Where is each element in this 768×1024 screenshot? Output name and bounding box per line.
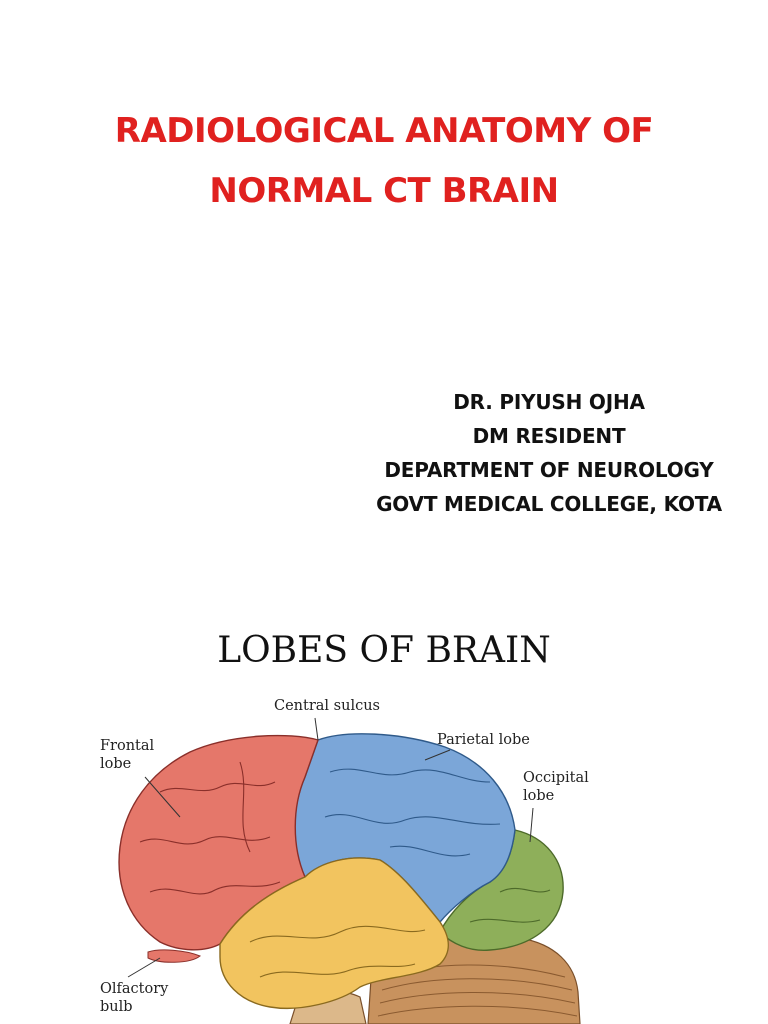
author-name: DR. PIYUSH OJHA	[453, 390, 645, 414]
label-olfactory-bulb-line2: bulb	[100, 999, 133, 1015]
label-parietal-lobe: Parietal lobe	[437, 732, 530, 748]
label-occipital-lobe-line1: Occipital	[523, 770, 589, 786]
lobes-slide-title: LOBES OF BRAIN	[217, 630, 551, 671]
label-central-sulcus: Central sulcus	[274, 698, 380, 714]
author-department: DEPARTMENT OF NEUROLOGY	[384, 458, 714, 482]
olfactory-bulb-shape	[147, 949, 201, 963]
title-slide: RADIOLOGICAL ANATOMY OF NORMAL CT BRAIN …	[114, 111, 723, 516]
author-institution: GOVT MEDICAL COLLEGE, KOTA	[376, 492, 722, 516]
label-frontal-lobe-line1: Frontal	[100, 738, 155, 754]
brain-lobes-illustration	[118, 717, 581, 1024]
lobes-slide: LOBES OF BRAIN	[0, 592, 768, 1024]
author-designation: DM RESIDENT	[472, 424, 626, 448]
leader-lines	[127, 717, 534, 978]
label-occipital-lobe-line2: lobe	[523, 788, 555, 804]
gyri-lines	[139, 761, 551, 978]
slide-title-line-2: NORMAL CT BRAIN	[209, 171, 559, 211]
slide-title-line-1: RADIOLOGICAL ANATOMY OF	[114, 111, 654, 151]
label-olfactory-bulb-line1: Olfactory	[100, 981, 169, 997]
label-frontal-lobe-line2: lobe	[100, 756, 132, 772]
temporal-lobe-region	[219, 857, 449, 1009]
